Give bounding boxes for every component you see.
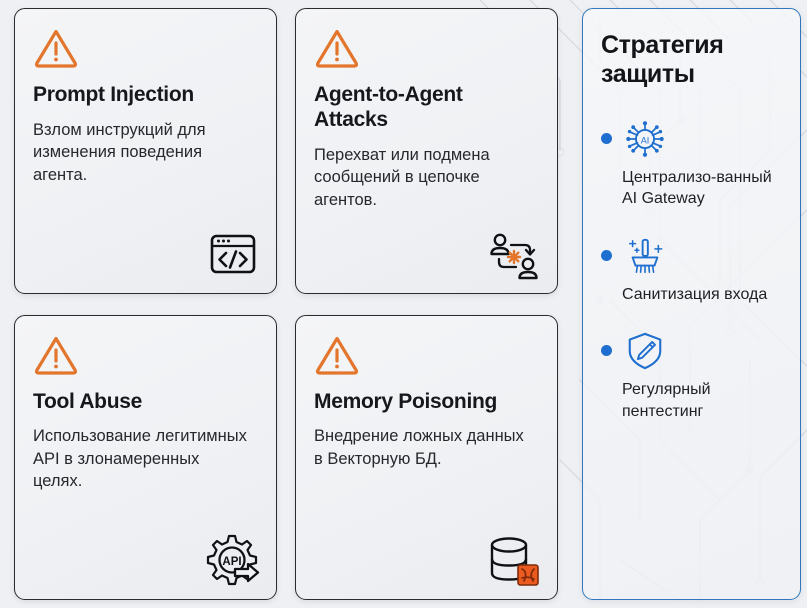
agents-conflict-icon: [490, 233, 538, 279]
warning-triangle-icon: [315, 29, 359, 68]
warning-triangle-icon: [34, 29, 78, 68]
shield-pentest-icon: [628, 333, 662, 370]
api-gear-arrow-icon: API: [206, 534, 260, 586]
database-poison-icon: [490, 537, 539, 586]
card-description: Перехват или подмена сообщений в цепочке…: [314, 145, 490, 209]
strategy-item-label: Централизо-ванный AI Gateway: [622, 169, 772, 208]
ai-gateway-icon: AI: [626, 121, 664, 157]
strategy-item-label: Регулярный пентестинг: [622, 381, 711, 420]
bullet-marker: [601, 133, 612, 144]
warning-triangle-icon: [34, 336, 78, 375]
bullet-marker: [601, 249, 612, 261]
panel-title: Стратегия защиты: [601, 31, 724, 88]
strategy-item-label: Санитизация входа: [622, 285, 768, 303]
svg-text:API: API: [222, 556, 241, 568]
threat-card-memory-poisoning[interactable]: Memory Poisoning Внедрение ложных данных…: [295, 314, 558, 600]
card-title: Prompt Injection: [33, 83, 194, 106]
card-description: Внедрение ложных данных в Векторную БД.: [314, 427, 524, 468]
card-title: Agent-to-Agent Attacks: [314, 83, 463, 131]
threat-card-prompt-injection[interactable]: Prompt Injection Взлом инструкций для из…: [14, 8, 277, 294]
card-title: Memory Poisoning: [314, 389, 498, 413]
card-description: Использование легитимных API в злонамере…: [33, 427, 247, 491]
browser-code-icon: [210, 234, 256, 273]
strategy-item-ai-gateway[interactable]: AI: [601, 119, 784, 210]
card-description: Взлом инструкций для изменения поведения…: [33, 120, 206, 184]
bullet-marker: [601, 345, 612, 357]
threat-card-tool-abuse[interactable]: Tool Abuse Использование легитимных API …: [14, 314, 277, 600]
broom-sanitize-icon: [628, 238, 663, 273]
threat-card-grid: Prompt Injection Взлом инструкций для из…: [14, 8, 570, 600]
strategy-item-pentesting[interactable]: Регулярный пентестинг: [601, 331, 784, 422]
threat-card-agent-to-agent[interactable]: Agent-to-Agent Attacks Перехват или подм…: [295, 8, 558, 294]
svg-text:AI: AI: [641, 135, 650, 145]
strategy-item-input-sanitization[interactable]: Санитизация входа: [601, 236, 784, 305]
card-title: Tool Abuse: [33, 389, 142, 413]
defense-strategy-panel: Стратегия защиты AI: [582, 8, 801, 600]
warning-triangle-icon: [315, 336, 359, 375]
